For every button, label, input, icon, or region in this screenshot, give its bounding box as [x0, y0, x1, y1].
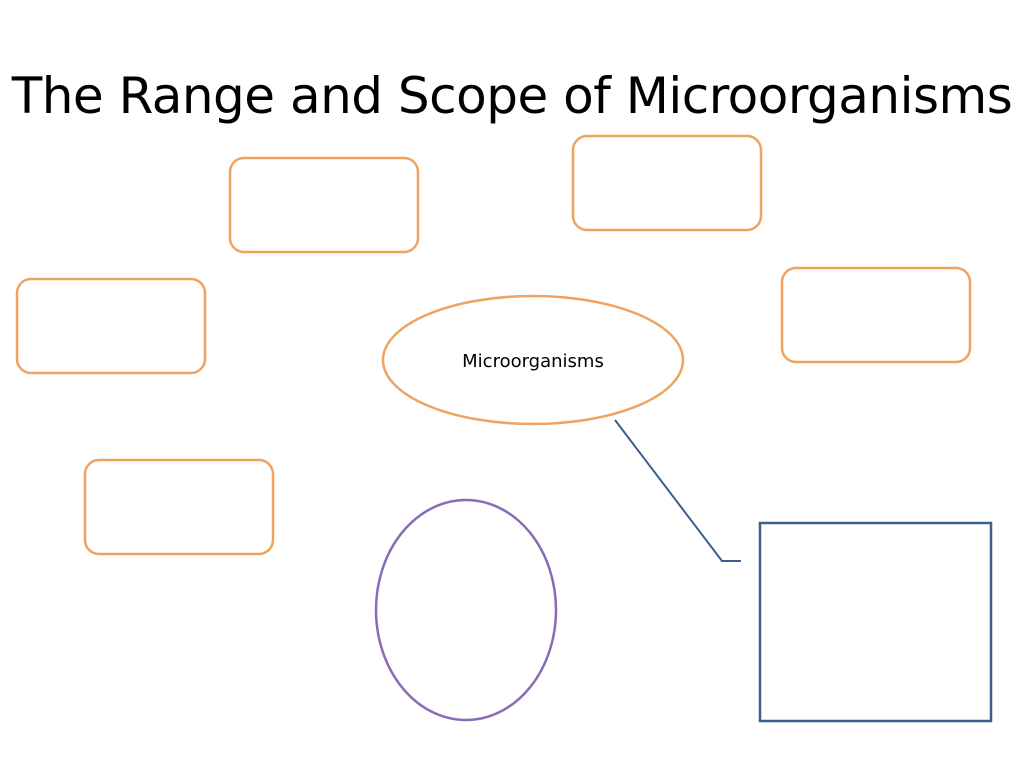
center-node-oval[interactable]: [381, 294, 685, 426]
empty-box-top-left[interactable]: [228, 156, 420, 254]
empty-box-top-right[interactable]: [571, 134, 763, 232]
empty-box-middle-left[interactable]: [15, 277, 207, 375]
empty-box-middle-right[interactable]: [780, 266, 972, 364]
slide-title: The Range and Scope of Microorganisms: [11, 67, 1013, 125]
center-node-label: Microorganisms: [462, 351, 604, 372]
empty-purple-oval[interactable]: [374, 498, 558, 722]
empty-blue-square[interactable]: [758, 521, 993, 723]
connector-line: [614, 419, 741, 562]
empty-box-lower-left[interactable]: [83, 458, 275, 556]
